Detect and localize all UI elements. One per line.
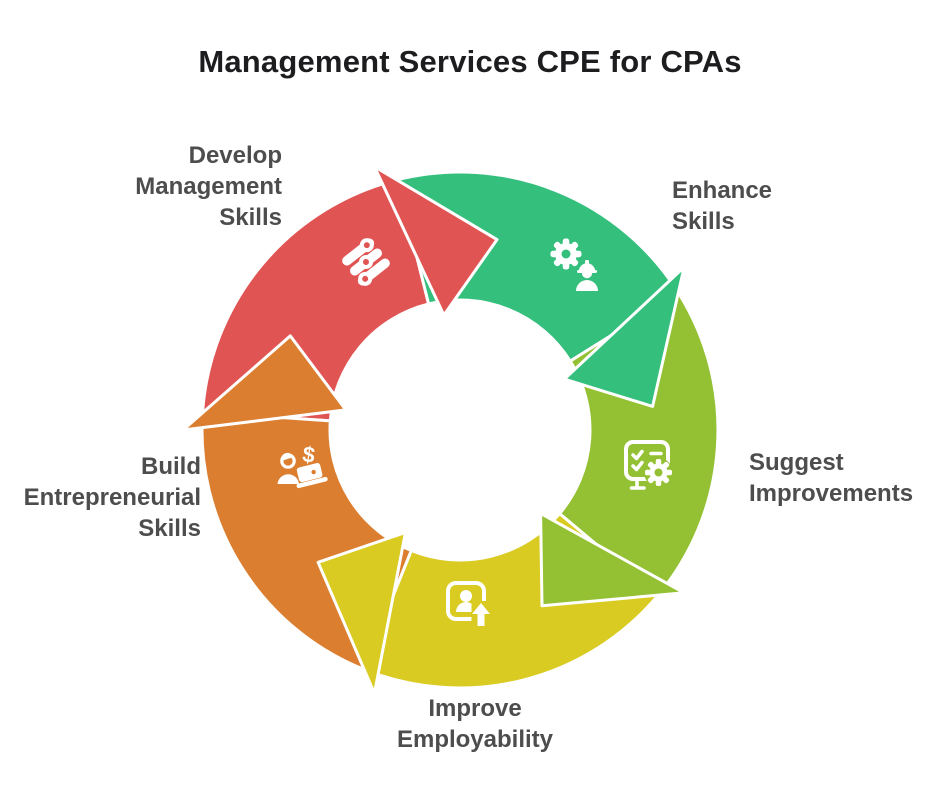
checklist-gear-icon (624, 440, 673, 490)
label-build-entrepreneurial-skills: Build Entrepreneurial Skills (23, 453, 201, 542)
gear-worker-icon (550, 238, 598, 291)
segment-head-enhance-skills (562, 265, 686, 408)
label-suggest-improvements: Suggest Improvements (749, 449, 914, 507)
segment-arrowheads (181, 165, 686, 695)
page-title: Management Services CPE for CPAs (198, 44, 742, 79)
profile-up-arrow-icon (446, 581, 491, 627)
entrepreneur-laptop-icon: $ (277, 441, 328, 489)
label-enhance-skills: Enhance Skills (672, 177, 773, 235)
sliders-icon (342, 238, 390, 286)
segment-head-develop-management-skills (372, 165, 499, 317)
segment-body-enhance-skills (396, 170, 681, 363)
label-develop-management-skills: Develop Management Skills (135, 142, 282, 231)
segment-head-improve-employability (316, 530, 407, 695)
svg-text:$: $ (301, 441, 317, 467)
segment-head-suggest-improvements (539, 511, 686, 608)
segment-icons: $ (277, 238, 673, 627)
label-improve-employability: Improve Employability (396, 695, 554, 753)
segment-head-build-entrepreneurial-skills (181, 334, 348, 432)
